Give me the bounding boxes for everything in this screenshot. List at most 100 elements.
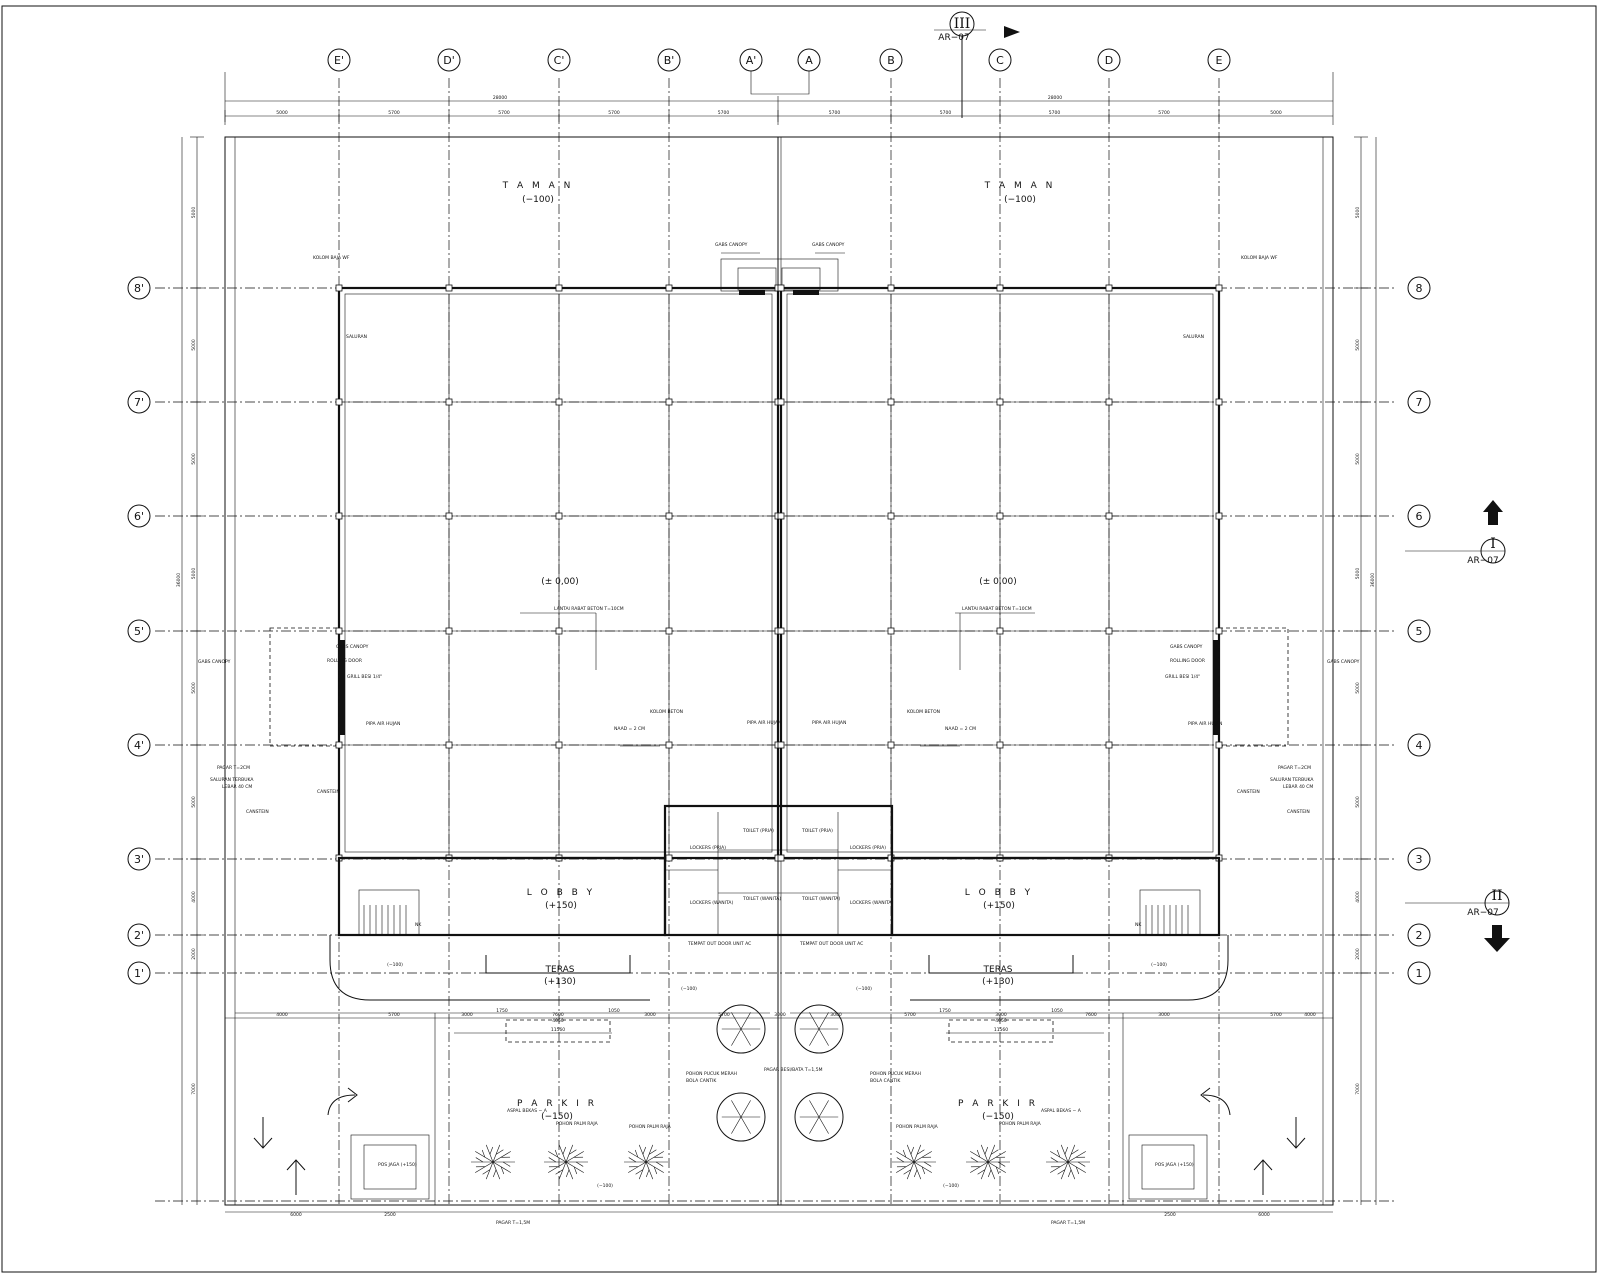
note-canstein-r2: CANSTEIN — [1287, 809, 1310, 815]
bottom-extra-dim-7: 4050 — [995, 1018, 1007, 1024]
note-pohon-palm-l2: POHON PALM RAJA — [629, 1124, 672, 1130]
note-pohon-palm-r2: POHON PALM RAJA — [999, 1121, 1042, 1127]
row-bubble-left-4: 4' — [128, 734, 150, 756]
overall-dim-left: 28000 — [493, 95, 507, 101]
bottom-extra-dim-2: 2500 — [1164, 1212, 1176, 1218]
note-toilet-pria-r: TOILET (PRIA) — [801, 828, 833, 834]
side-dim-right-8: 7000 — [1355, 1083, 1361, 1095]
label-taman-left: T A M A N — [502, 181, 574, 191]
column-bubble-label: E' — [334, 54, 344, 67]
note-pohon-pucuk-r: POHON PUCUK MERAH — [870, 1071, 921, 1077]
side-dim-right-2: 5000 — [1355, 453, 1361, 465]
palm-tree-icon — [966, 1145, 1010, 1179]
rumput-level-5: (−100) — [943, 1183, 959, 1189]
note-naad-l: NAAD = 2 CM — [614, 726, 645, 732]
row-bubble-label: 5 — [1416, 625, 1423, 638]
bottom-extra-dim-6: 4050 — [552, 1018, 564, 1024]
side-dim-left-4: 5000 — [191, 682, 197, 694]
note-pos-jaga-l: POS JAGA (+150) — [378, 1162, 417, 1168]
note-saluran-r: SALURAN — [1183, 334, 1204, 340]
row-bubble-right-5: 3 — [1408, 848, 1430, 870]
row-bubble-left-5: 3' — [128, 848, 150, 870]
section-marker-ii: II AR−07 — [1405, 888, 1510, 952]
palm-tree-icon — [892, 1145, 936, 1179]
bottom-dim-11: 3000 — [1158, 1012, 1170, 1018]
note-kolom-beton-r: KOLOM BETON — [907, 709, 940, 715]
column-bubble-0: E' — [328, 49, 350, 71]
row-bubble-label: 7 — [1416, 396, 1423, 409]
bottom-extra-dim-3: 6000 — [1258, 1212, 1270, 1218]
column-bubble-label: C — [996, 54, 1004, 67]
note-bola-cantik-r: BOLA CANTIK — [870, 1078, 901, 1084]
section-ii-ref: AR−07 — [1467, 908, 1498, 918]
rumput-level-2: (−100) — [856, 986, 872, 992]
note-kolom-baja-l: KOLOM BAJA WF — [313, 255, 350, 261]
column-bubble-label: D' — [443, 54, 455, 67]
note-saluran-terbuka-l: SALURAN TERBUKA — [210, 777, 254, 783]
tree-pucuk-icon — [795, 1093, 843, 1141]
note-pohon-palm-r1: POHON PALM RAJA — [896, 1124, 939, 1130]
note-lockers-pria-r: LOCKERS (PRIA) — [850, 845, 886, 851]
bottom-dim-4: 3000 — [644, 1012, 656, 1018]
note-pipa-r: PIPA AIR HUJAN — [1188, 721, 1222, 727]
note-aspal-l: ASPAL BEKAS − A — [507, 1108, 548, 1114]
section-i-number: I — [1490, 536, 1496, 552]
note-saluran-l: SALURAN — [346, 334, 367, 340]
overall-dim-right: 28000 — [1048, 95, 1062, 101]
note-grill-r: GRILL BESI 1/4" — [1165, 674, 1200, 680]
side-dim-right-4: 5000 — [1355, 682, 1361, 694]
level-parkir-right: (−150) — [982, 1112, 1014, 1122]
top-dim-2: 5700 — [498, 110, 510, 116]
note-pipa-cl: PIPA AIR HUJAN — [747, 720, 781, 726]
palm-tree-icon — [624, 1145, 668, 1179]
note-canstein-l1: CANSTEIN — [317, 789, 340, 795]
rumput-level-0: (−100) — [387, 962, 403, 968]
top-dim-0: 5000 — [276, 110, 288, 116]
section-marker-iii: III AR−07 — [934, 12, 1020, 118]
row-bubble-label: 3 — [1416, 853, 1423, 866]
row-bubble-right-3: 5 — [1408, 620, 1430, 642]
palm-tree-icon — [544, 1145, 588, 1179]
warehouse-halls — [270, 259, 1288, 861]
section-iii-ref: AR−07 — [938, 33, 969, 43]
note-kolom-baja-r: KOLOM BAJA WF — [1241, 255, 1278, 261]
side-dim-left-8: 7000 — [191, 1083, 197, 1095]
bottom-extra-dim-1: 2500 — [384, 1212, 396, 1218]
bottom-dim-1: 5700 — [388, 1012, 400, 1018]
side-dim-left-0: 5000 — [191, 207, 197, 219]
label-parkir-left: P A R K I R — [517, 1099, 597, 1109]
note-lebar-l: LEBAR 40 CM — [222, 784, 252, 790]
note-ac-l: TEMPAT OUT DOOR UNIT AC — [687, 941, 751, 947]
note-toilet-wanita-l: TOILET (WANITA) — [742, 896, 781, 902]
side-dim-left-5: 5000 — [191, 796, 197, 808]
note-lockers-pria-l: LOCKERS (PRIA) — [690, 845, 726, 851]
note-pagar-l: PAGAR T=2CM — [217, 765, 250, 771]
rumput-level-3: (−100) — [1151, 962, 1167, 968]
note-pos-jaga-r: POS JAGA (+150) — [1155, 1162, 1194, 1168]
note-rolling-r: ROLLING DOOR — [1170, 658, 1205, 664]
note-canopy-side-l: GABS CANOPY — [198, 659, 231, 665]
total-height-dim-right: 36000 — [1370, 573, 1376, 587]
column-bubble-label: B' — [664, 54, 675, 67]
row-bubble-label: 2' — [134, 929, 144, 942]
top-dim-7: 5700 — [1049, 110, 1061, 116]
note-nk-r: NK — [1135, 922, 1142, 928]
label-teras-right: TERAS — [983, 965, 1013, 975]
parking-area — [235, 1005, 1323, 1205]
column-bubble-label: E — [1216, 54, 1223, 67]
bottom-extra-dim-10: 1050 — [608, 1008, 620, 1014]
row-bubble-label: 8' — [134, 282, 144, 295]
row-bubble-label: 1 — [1416, 967, 1423, 980]
row-bubble-left-6: 2' — [128, 924, 150, 946]
level-teras-right: (+130) — [982, 977, 1014, 987]
level-teras-left: (+130) — [544, 977, 576, 987]
note-gabs-canopy-l: GABS CANOPY — [336, 644, 369, 650]
bottom-extra-dim-11: 1050 — [1051, 1008, 1063, 1014]
note-lockers-wanita-r: LOCKERS (WANITA) — [850, 900, 893, 906]
row-bubble-left-1: 7' — [128, 391, 150, 413]
bottom-dim-9: 3000 — [995, 1012, 1007, 1018]
side-dim-right-0: 5000 — [1355, 207, 1361, 219]
